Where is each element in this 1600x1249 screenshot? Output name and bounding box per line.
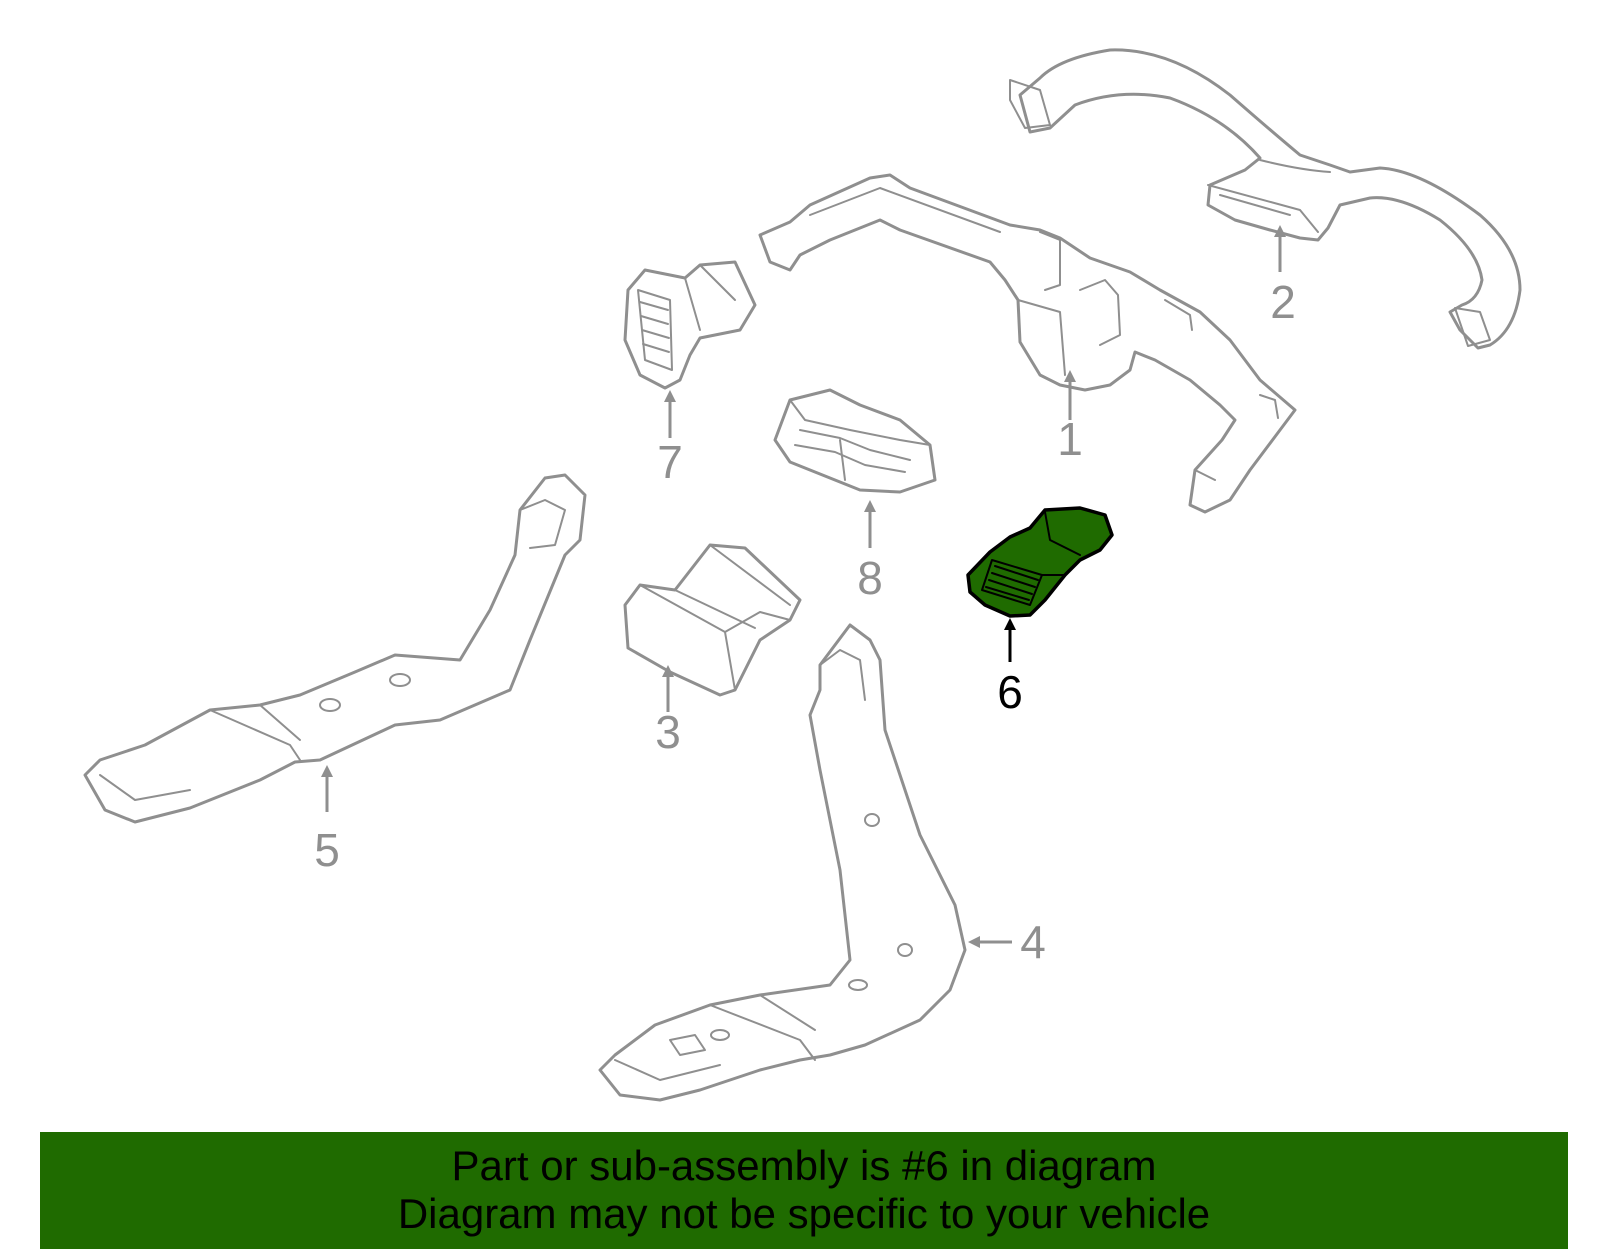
callout-8: 8 (857, 552, 883, 604)
footer-banner: Part or sub-assembly is #6 in diagram Di… (40, 1132, 1568, 1249)
footer-text: Part or sub-assembly is #6 in diagram Di… (40, 1132, 1568, 1238)
callout-3: 3 (655, 706, 681, 758)
leader-lines (321, 225, 1286, 948)
part-8-vent[interactable] (773, 388, 937, 494)
part-4-duct[interactable] (598, 623, 967, 1102)
part-6-vent-highlighted[interactable] (966, 506, 1114, 618)
parts-diagram: 1 2 3 4 5 6 7 8 (83, 48, 1522, 1102)
part-1-duct[interactable] (758, 173, 1297, 514)
callout-4: 4 (1020, 916, 1046, 968)
part-7-vent[interactable] (623, 260, 757, 390)
callout-1: 1 (1057, 413, 1083, 465)
part-5-duct[interactable] (83, 473, 587, 824)
footer-line-1: Part or sub-assembly is #6 in diagram (451, 1142, 1157, 1189)
callout-7: 7 (657, 436, 683, 488)
callout-5: 5 (314, 824, 340, 876)
footer-line-2: Diagram may not be specific to your vehi… (397, 1190, 1211, 1237)
callout-6: 6 (997, 666, 1023, 718)
part-3-duct[interactable] (623, 543, 802, 697)
part-2-duct[interactable] (1009, 48, 1522, 350)
callout-2: 2 (1270, 276, 1296, 328)
